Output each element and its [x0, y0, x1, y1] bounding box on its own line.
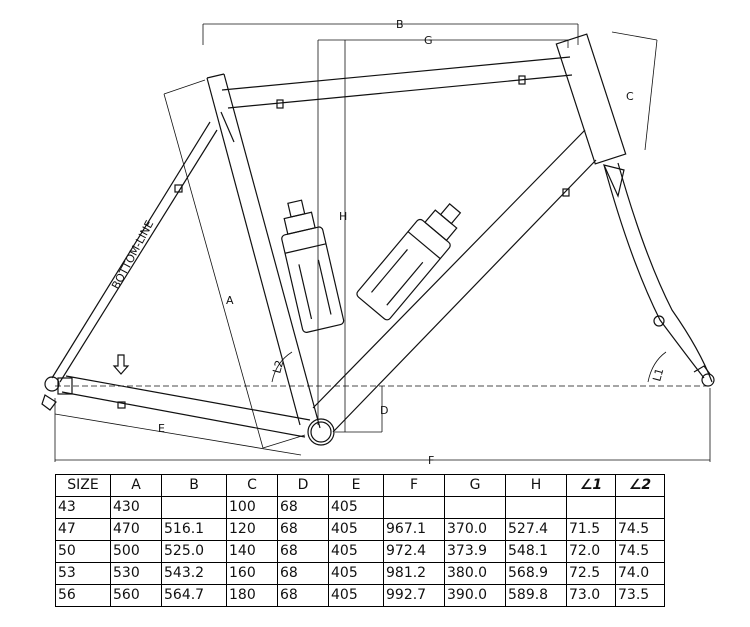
cell-a: 530 [110, 562, 162, 585]
cell-h: 527.4 [505, 518, 567, 541]
frame-geometry-drawing: BOTTOM-LINE B G H C A [41, 18, 715, 465]
cell-angle-1: 71.5 [566, 518, 616, 541]
col-h: H [505, 474, 567, 497]
cell-angle-2 [615, 496, 665, 519]
cell-f: 981.2 [383, 562, 445, 585]
dimension-label-c: C [626, 90, 634, 103]
cell-d: 68 [277, 496, 329, 519]
dimension-label-e: E [158, 422, 165, 435]
cell-d: 68 [277, 584, 329, 607]
cell-c: 120 [226, 518, 278, 541]
cell-h: 548.1 [505, 540, 567, 563]
table-row: 50 500 525.0 140 68 405 972.4 373.9 548.… [55, 540, 665, 563]
table-header-row: SIZE A B C D E F G H ∠1 ∠2 [55, 474, 665, 497]
cell-b: 564.7 [161, 584, 227, 607]
cell-angle-2: 74.0 [615, 562, 665, 585]
cell-b: 516.1 [161, 518, 227, 541]
cell-a: 560 [110, 584, 162, 607]
cell-angle-1: 73.0 [566, 584, 616, 607]
dimension-label-a: A [226, 294, 234, 307]
cell-angle-2: 73.5 [615, 584, 665, 607]
dimension-label-f: F [428, 454, 434, 465]
cell-c: 180 [226, 584, 278, 607]
cell-e: 405 [328, 496, 384, 519]
table-row: 56 560 564.7 180 68 405 992.7 390.0 589.… [55, 584, 665, 607]
dimension-label-g: G [424, 34, 433, 47]
cell-g [444, 496, 506, 519]
cell-g: 373.9 [444, 540, 506, 563]
cell-f [383, 496, 445, 519]
col-g: G [444, 474, 506, 497]
cell-size: 56 [55, 584, 111, 607]
col-f: F [383, 474, 445, 497]
seat-tube [206, 73, 321, 429]
cell-g: 390.0 [444, 584, 506, 607]
cell-a: 500 [110, 540, 162, 563]
cell-f: 972.4 [383, 540, 445, 563]
cell-e: 405 [328, 562, 384, 585]
cell-h: 568.9 [505, 562, 567, 585]
dimension-label-b: B [396, 18, 404, 31]
cell-angle-2: 74.5 [615, 518, 665, 541]
cell-angle-1: 72.5 [566, 562, 616, 585]
cell-f: 992.7 [383, 584, 445, 607]
cell-a: 470 [110, 518, 162, 541]
dimension-label-d: D [380, 404, 388, 417]
cell-size: 43 [55, 496, 111, 519]
col-c: C [226, 474, 278, 497]
cell-f: 967.1 [383, 518, 445, 541]
col-angle-1: ∠1 [566, 474, 616, 497]
col-size: SIZE [55, 474, 111, 497]
cell-h [505, 496, 567, 519]
cell-c: 140 [226, 540, 278, 563]
geometry-table: SIZE A B C D E F G H ∠1 ∠2 43 430 100 68… [55, 474, 665, 607]
table-row: 47 470 516.1 120 68 405 967.1 370.0 527.… [55, 518, 665, 541]
bottle-seat-tube [281, 199, 345, 333]
cell-angle-2: 74.5 [615, 540, 665, 563]
down-tube [312, 129, 597, 433]
cell-g: 380.0 [444, 562, 506, 585]
cable-guide [117, 75, 570, 409]
cell-c: 160 [226, 562, 278, 585]
chain-stay [61, 375, 311, 438]
rear-dropout [41, 376, 73, 411]
cell-g: 370.0 [444, 518, 506, 541]
angle-label-l2: L2 [270, 359, 286, 375]
cell-d: 68 [277, 562, 329, 585]
cell-b: 525.0 [161, 540, 227, 563]
cell-size: 47 [55, 518, 111, 541]
col-b: B [161, 474, 227, 497]
table-row: 43 430 100 68 405 [55, 496, 665, 519]
cell-b [161, 496, 227, 519]
cell-b: 543.2 [161, 562, 227, 585]
col-angle-2: ∠2 [615, 474, 665, 497]
arrow-icon [112, 354, 130, 375]
cell-d: 68 [277, 518, 329, 541]
cell-angle-1 [566, 496, 616, 519]
cell-e: 405 [328, 584, 384, 607]
col-d: D [277, 474, 329, 497]
table-row: 53 530 543.2 160 68 405 981.2 380.0 568.… [55, 562, 665, 585]
cell-size: 53 [55, 562, 111, 585]
fork [602, 162, 713, 383]
top-tube [221, 56, 573, 109]
cell-d: 68 [277, 540, 329, 563]
cell-h: 589.8 [505, 584, 567, 607]
head-tube [555, 33, 627, 165]
bottom-bracket [307, 418, 335, 446]
col-e: E [328, 474, 384, 497]
cell-c: 100 [226, 496, 278, 519]
cell-size: 50 [55, 540, 111, 563]
dimension-label-h: H [339, 210, 347, 223]
col-a: A [110, 474, 162, 497]
cell-e: 405 [328, 518, 384, 541]
angle-label-l1: L1 [650, 367, 666, 383]
cell-angle-1: 72.0 [566, 540, 616, 563]
bottle-down-tube [356, 203, 462, 321]
seat-stay-decal: BOTTOM-LINE [109, 218, 156, 291]
cell-e: 405 [328, 540, 384, 563]
cell-a: 430 [110, 496, 162, 519]
